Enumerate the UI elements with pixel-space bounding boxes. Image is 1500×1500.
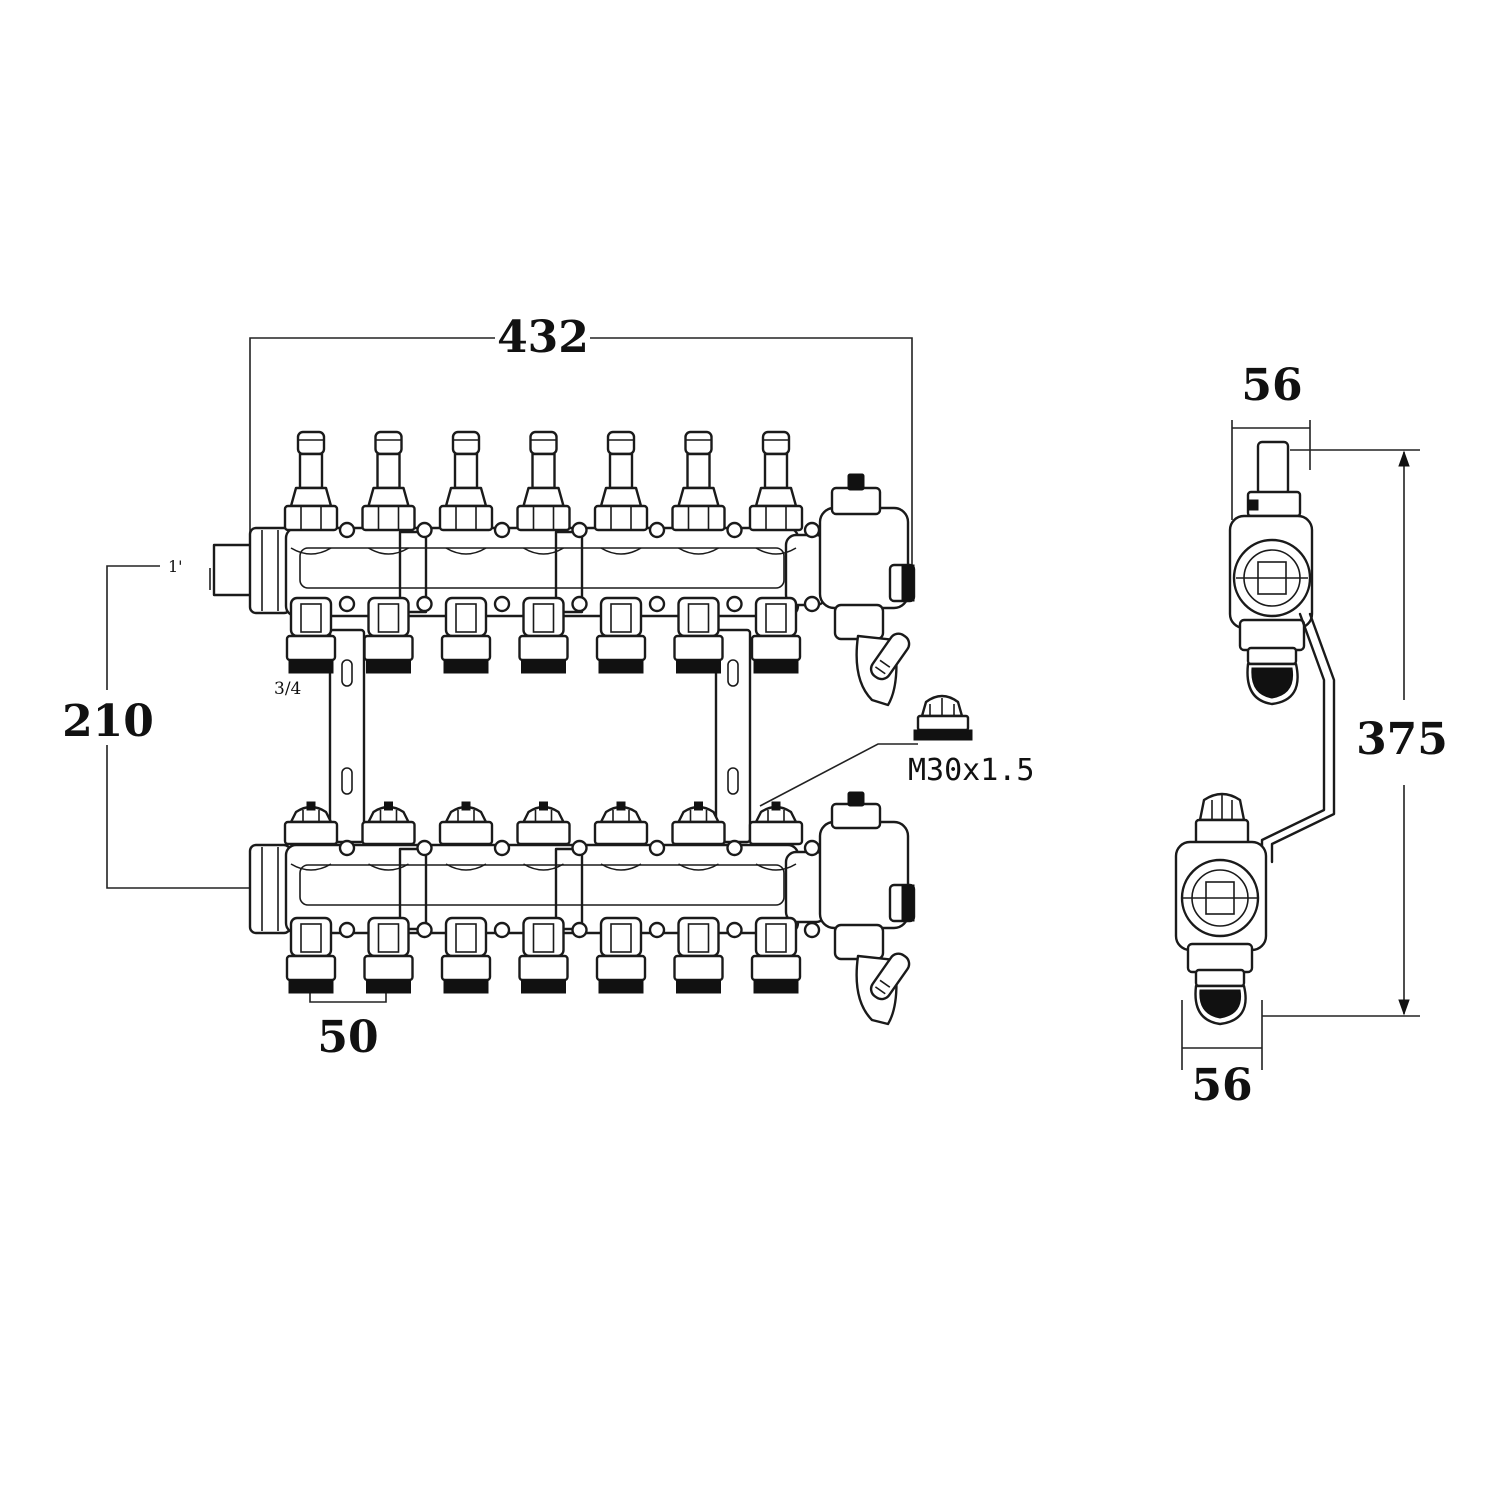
upper-outlet-4	[516, 430, 588, 674]
inlet-nut	[248, 526, 292, 615]
dimension-side-depth-top: 56	[1241, 360, 1302, 411]
dimension-overall-width: 432	[497, 312, 589, 363]
valve-cap-detail	[913, 694, 973, 741]
upper-outlet-5	[593, 430, 666, 674]
upper-outlet-1	[283, 430, 356, 674]
manifold-front-view	[212, 430, 973, 1026]
upper-outlet-2	[361, 430, 433, 674]
dimension-side-depth-bottom: 56	[1191, 1060, 1252, 1111]
lower-outlet-3	[438, 801, 511, 994]
upper-outlet-7	[748, 430, 821, 674]
return-nut	[248, 843, 292, 935]
label-valve-thread: M30x1.5	[908, 753, 1034, 788]
upper-manifold-bar	[212, 473, 916, 707]
label-inlet-size: 1'	[168, 557, 183, 576]
annotation-texts: 432 210 50 56 56 375 1' 3/4 M30x1.5	[62, 312, 1448, 1111]
upper-outlet-3	[438, 430, 511, 674]
upper-outlet-6	[671, 430, 743, 674]
lower-outlet-1	[283, 801, 356, 994]
lower-outlets	[283, 801, 821, 994]
dimension-outlet-pitch: 50	[317, 1012, 378, 1063]
dimension-lines	[106, 337, 1420, 1070]
manifold-side-view	[1174, 440, 1336, 1026]
lower-outlet-2	[361, 801, 433, 994]
lower-outlet-6	[671, 801, 743, 994]
side-upper-stem	[1256, 440, 1290, 496]
dimension-bar-spacing: 210	[62, 696, 154, 747]
upper-outlets	[283, 430, 821, 674]
inlet-pipe-stub	[212, 543, 256, 597]
bracket-left	[328, 628, 366, 844]
lower-outlet-7	[748, 801, 821, 994]
label-outlet-thread: 3/4	[274, 679, 301, 699]
bracket-right	[714, 628, 752, 844]
lower-outlet-5	[593, 801, 666, 994]
lower-manifold-bar	[248, 791, 916, 1026]
lower-outlet-4	[516, 801, 588, 994]
dimension-side-height: 375	[1356, 714, 1448, 765]
